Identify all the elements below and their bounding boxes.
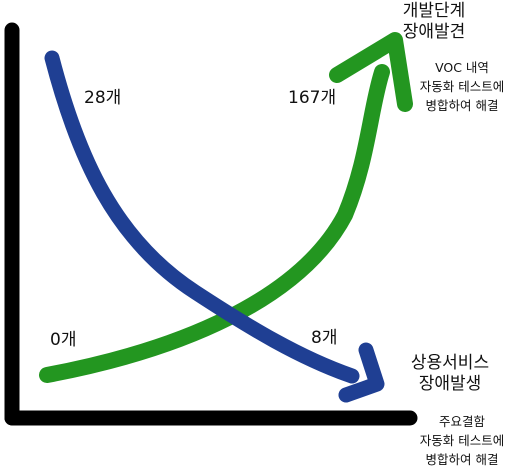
commercial-stage-note-line2: 자동화 테스트에 [419,433,505,448]
dev-stage-title-line2: 장애발견 [402,22,466,42]
dev-stage-note: VOC 내역 자동화 테스트에 병합하여 해결 [403,58,521,115]
increasing-curve [39,64,390,383]
increasing-end-label: 167개 [288,88,337,108]
commercial-stage-note-line3: 병합하여 해결 [425,452,499,467]
dev-stage-note-line3: 병합하여 해결 [425,98,499,113]
commercial-stage-note: 주요결함 자동화 테스트에 병합하여 해결 [403,412,521,469]
dev-stage-note-line1: VOC 내역 [435,60,489,75]
increasing-start-label: 0개 [50,330,77,350]
commercial-stage-title: 상용서비스 장애발생 [395,353,505,395]
commercial-stage-title-line1: 상용서비스 [410,353,490,373]
decreasing-end-label: 8개 [311,328,338,348]
increasing-curve-arrowhead [329,32,413,112]
decreasing-start-label: 28개 [84,88,122,108]
decreasing-curve [44,50,360,384]
commercial-stage-note-line1: 주요결함 [438,414,485,429]
decreasing-curve-arrowhead [338,342,385,403]
dev-stage-note-line2: 자동화 테스트에 [419,79,505,94]
dev-stage-title-line1: 개발단계 [402,1,466,21]
commercial-stage-title-line2: 장애발생 [418,374,482,394]
dev-stage-title: 개발단계 장애발견 [389,1,479,43]
